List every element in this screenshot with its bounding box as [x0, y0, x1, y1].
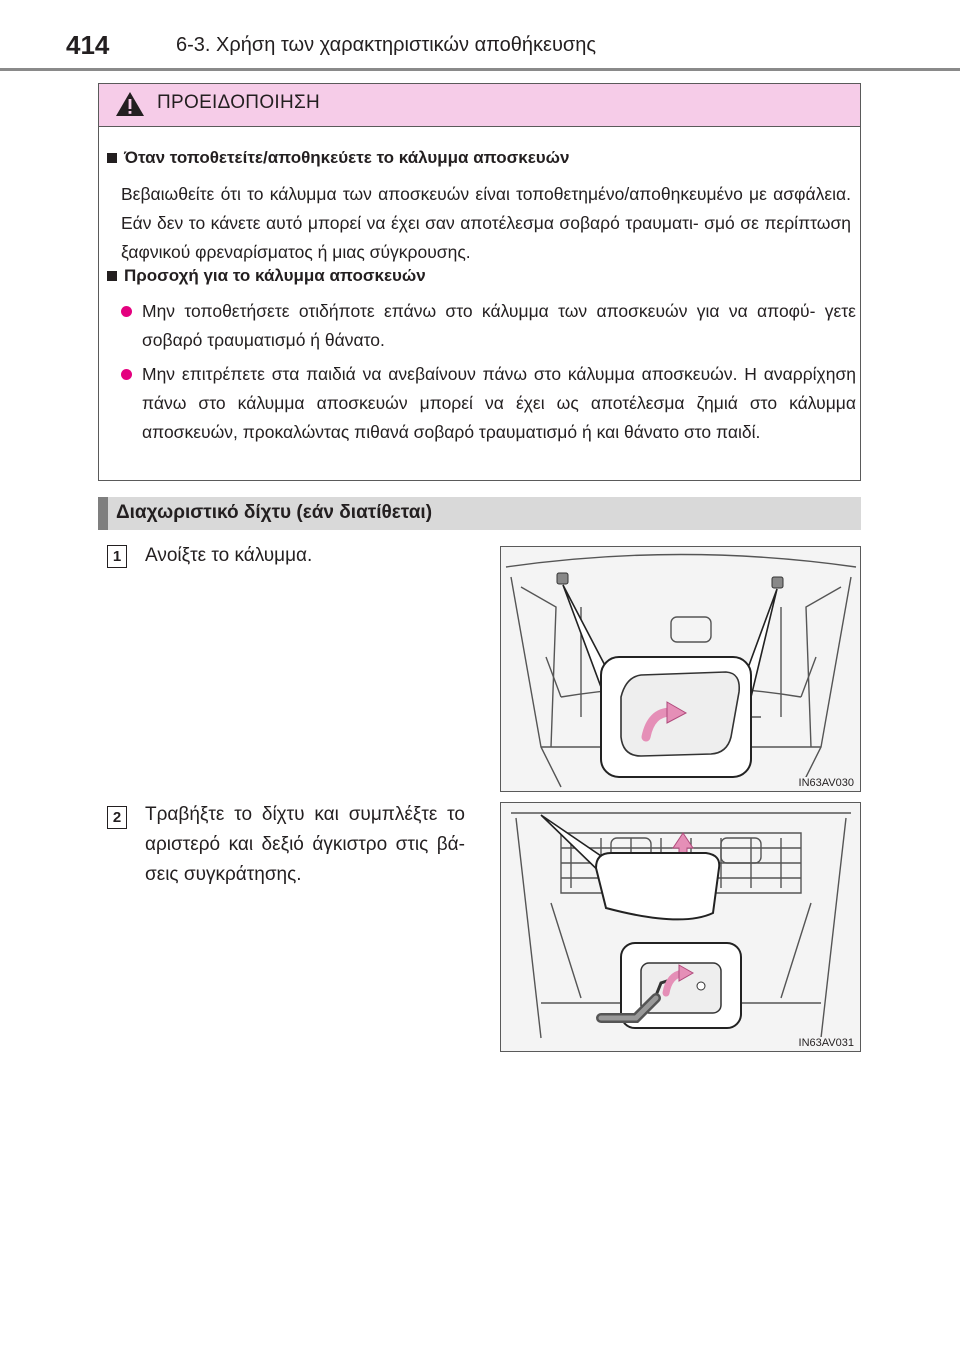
figure-code: IN63AV030	[798, 777, 854, 789]
banner-accent-bar	[98, 497, 108, 530]
step-2-number: 2	[107, 806, 127, 829]
warning-bullet: Μην τοποθετήσετε οτιδήποτε επάνω στο κάλ…	[121, 297, 856, 355]
warning-header: ΠΡΟΕΙΔΟΠΟΙΗΣΗ	[99, 84, 860, 127]
step-2-figure: IN63AV031	[500, 802, 861, 1052]
step-2-text: Τραβήξτε το δίχτυ και συμπλέξτε το αριστ…	[145, 804, 465, 885]
subsection-title: Διαχωριστικό δίχτυ (εάν διατίθεται)	[116, 502, 433, 523]
bullet-dot-icon	[121, 369, 132, 380]
bullet-text: Μην τοποθετήσετε οτιδήποτε επάνω στο κάλ…	[142, 301, 856, 350]
bullet-text: Μην επιτρέπετε στα παιδιά να ανεβαίνουν …	[142, 364, 856, 442]
warning-paragraph: Βεβαιωθείτε ότι το κάλυμμα των αποσκευών…	[121, 184, 851, 262]
page-number: 414	[66, 30, 110, 60]
page-header: 414 6-3. Χρήση των χαρακτηριστικών αποθή…	[66, 30, 946, 66]
square-bullet-icon	[107, 271, 117, 281]
warning-box: ΠΡΟΕΙΔΟΠΟΙΗΣΗ Όταν τοποθετείτε/αποθηκεύε…	[98, 83, 861, 481]
warning-bullet: Μην επιτρέπετε στα παιδιά να ανεβαίνουν …	[121, 360, 856, 447]
warning-subheading-caution: Προσοχή για το κάλυμμα αποσκευών	[107, 266, 426, 286]
bullet-dot-icon	[121, 306, 132, 317]
step-1-number: 1	[107, 545, 127, 568]
figure-code: IN63AV031	[798, 1037, 854, 1049]
warning-title: ΠΡΟΕΙΔΟΠΟΙΗΣΗ	[157, 92, 321, 113]
header-divider	[0, 68, 960, 71]
net-hook-illustration	[511, 812, 851, 1039]
subheading-text: Όταν τοποθετείτε/αποθηκεύετε το κάλυμμα …	[124, 148, 570, 167]
square-bullet-icon	[107, 153, 117, 163]
warning-triangle-icon	[116, 92, 144, 116]
warning-subheading-storage: Όταν τοποθετείτε/αποθηκεύετε το κάλυμμα …	[107, 148, 570, 168]
step-1-figure: IN63AV030	[500, 546, 861, 792]
subsection-banner: Διαχωριστικό δίχτυ (εάν διατίθεται)	[98, 497, 861, 530]
step-1-text: Ανοίξτε το κάλυμμα.	[145, 545, 313, 566]
subheading-text: Προσοχή για το κάλυμμα αποσκευών	[124, 266, 426, 285]
cargo-cover-illustration	[505, 553, 857, 788]
section-title: 6-3. Χρήση των χαρακτηριστικών αποθήκευσ…	[176, 34, 596, 56]
